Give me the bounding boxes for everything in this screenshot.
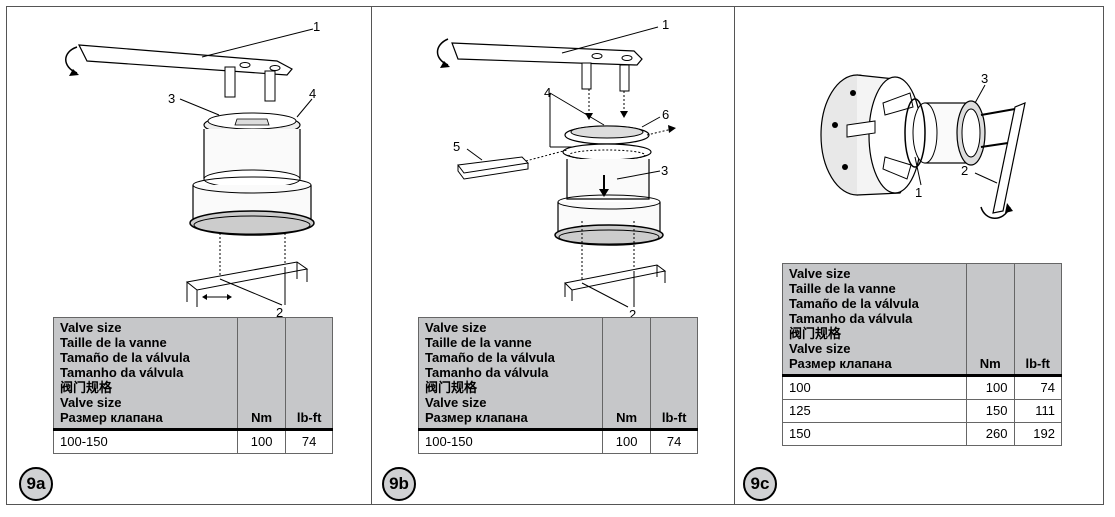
callout-4: 4 xyxy=(544,85,551,100)
lbft-header: lb-ft xyxy=(1013,263,1062,376)
table-row: 100 100 74 xyxy=(782,375,1062,400)
torque-table-9b: Valve size Taille de la vanne Tamaño de … xyxy=(418,317,698,454)
lathe-chuck-illustration-9c: 3 1 2 xyxy=(820,71,1026,219)
valve-size-header: Valve size Taille de la vanne Tamaño de … xyxy=(782,263,967,376)
cell-lbft: 192 xyxy=(1013,422,1062,446)
callout-3: 3 xyxy=(981,71,988,86)
valve-wrench-illustration-9b: 1 4 6 5 3 2 xyxy=(436,17,676,322)
figure-badge-9b: 9b xyxy=(382,467,416,501)
cell-nm: 260 xyxy=(966,422,1015,446)
callout-1: 1 xyxy=(915,185,922,200)
figure-badge-9c: 9c xyxy=(743,467,777,501)
cell-size: 100-150 xyxy=(53,429,238,454)
table-row: 100-150 100 74 xyxy=(53,429,333,454)
callout-3: 3 xyxy=(168,91,175,106)
lbft-header: lb-ft xyxy=(285,317,333,430)
torque-table-9a: Valve size Taille de la vanne Tamaño de … xyxy=(53,317,333,454)
table-row: 150 260 192 xyxy=(782,422,1062,446)
callout-6: 6 xyxy=(662,107,669,122)
callout-4: 4 xyxy=(309,86,316,101)
cell-size: 125 xyxy=(782,399,967,423)
callout-5: 5 xyxy=(453,139,460,154)
panel-9c: 3 1 2 Valve size Taille de la vanne Tama… xyxy=(734,6,1104,505)
torque-table-9c: Valve size Taille de la vanne Tamaño de … xyxy=(782,263,1062,446)
callout-1: 1 xyxy=(662,17,669,32)
panel-9a: 1 3 4 2 Valve size Taille de la vanne Ta… xyxy=(6,6,372,505)
cell-nm: 100 xyxy=(966,375,1015,400)
callout-1: 1 xyxy=(313,19,320,34)
panel-9b: 1 4 6 5 3 2 Valve size Taille de la vann… xyxy=(371,6,735,505)
cell-nm: 100 xyxy=(236,429,287,454)
valve-wrench-illustration-9a: 1 3 4 2 xyxy=(65,19,320,320)
figure-badge-9a: 9a xyxy=(19,467,53,501)
nm-header: Nm xyxy=(236,317,287,430)
cell-lbft: 111 xyxy=(1013,399,1062,423)
callout-2: 2 xyxy=(961,163,968,178)
table-row: 125 150 111 xyxy=(782,399,1062,423)
callout-2: 2 xyxy=(276,305,283,320)
callout-3: 3 xyxy=(661,163,668,178)
callout-2: 2 xyxy=(629,307,636,322)
cell-lbft: 74 xyxy=(285,429,333,454)
cell-nm: 150 xyxy=(966,399,1015,423)
valve-size-header: Valve size Taille de la vanne Tamaño de … xyxy=(53,317,238,430)
cell-size: 150 xyxy=(782,422,967,446)
valve-size-header: Valve size Taille de la vanne Tamaño de … xyxy=(418,317,603,430)
lbft-header: lb-ft xyxy=(650,317,698,430)
cell-lbft: 74 xyxy=(650,429,698,454)
nm-header: Nm xyxy=(966,263,1015,376)
nm-header: Nm xyxy=(601,317,652,430)
cell-size: 100-150 xyxy=(418,429,603,454)
cell-nm: 100 xyxy=(601,429,652,454)
table-row: 100-150 100 74 xyxy=(418,429,698,454)
cell-lbft: 74 xyxy=(1013,375,1062,400)
cell-size: 100 xyxy=(782,375,967,400)
